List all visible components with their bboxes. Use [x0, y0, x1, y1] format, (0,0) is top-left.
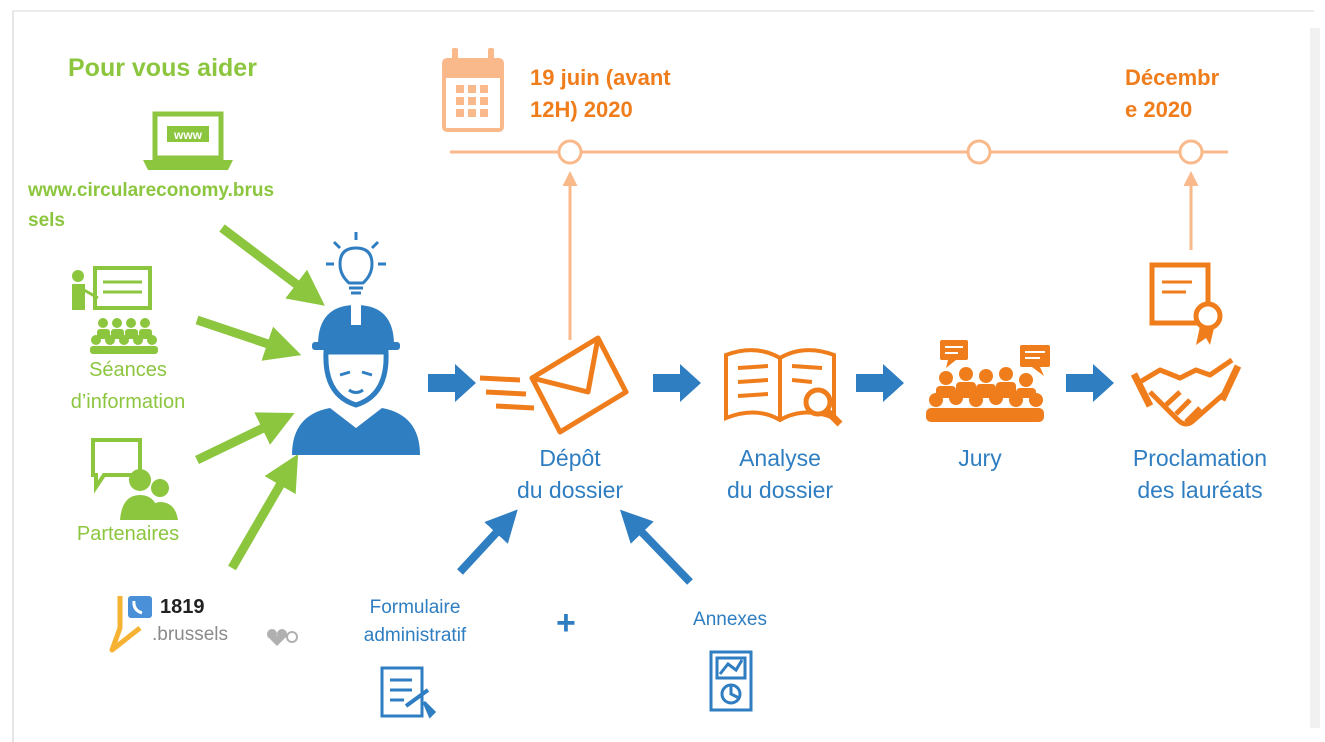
partenaires-label: Partenaires — [76, 523, 180, 545]
timeline-node-start — [557, 139, 583, 165]
certificate-icon — [1149, 262, 1223, 345]
date-start-line2: 12H) 2020 — [530, 97, 633, 122]
laptop-label: www — [173, 128, 202, 142]
plus-sign: + — [556, 604, 576, 642]
timeline-node-middle — [966, 139, 992, 165]
jury-icon — [926, 340, 1050, 422]
formulaire-label: Formulaire administratif — [340, 594, 490, 650]
step-depot-line2: du dossier — [516, 477, 624, 503]
input-arrows — [457, 509, 693, 585]
arrow-depot-analyse — [653, 364, 701, 402]
phone-icon — [109, 596, 152, 653]
book-magnifier-icon — [724, 348, 843, 427]
process-arrows — [428, 364, 1114, 402]
formulaire-line2: administratif — [363, 625, 467, 646]
annexes-label: Annexes — [693, 609, 767, 630]
website-link-line1: www.circulareconomy.brus — [28, 180, 275, 201]
step-analyse-line2: du dossier — [726, 477, 834, 503]
date-end-line1: Décembr — [1125, 65, 1220, 90]
arrow-formulaire — [457, 509, 518, 575]
timeline — [450, 139, 1228, 340]
step-proclamation-label: Proclamation des lauréats — [1100, 442, 1300, 506]
arrow-1819 — [228, 453, 299, 571]
website-link[interactable]: www.circulareconomy.brus sels — [28, 176, 348, 236]
step-proclamation-line1: Proclamation — [1132, 445, 1268, 471]
arrow-website — [219, 224, 325, 306]
annex-icon — [709, 650, 753, 712]
worker-icon — [292, 303, 420, 455]
step-depot-line1: Dépôt — [539, 445, 601, 471]
date-end-line2: e 2020 — [1125, 97, 1193, 122]
phone-number: 1819 — [160, 596, 205, 618]
presentation-icon — [72, 266, 158, 354]
arrow-annexes — [619, 509, 693, 585]
arrow-analyse-jury — [856, 364, 904, 402]
date-start-line1: 19 juin (avant — [530, 65, 671, 90]
form-icon — [380, 666, 437, 719]
website-link-line2: sels — [28, 210, 65, 231]
lightbulb-icon — [326, 232, 386, 295]
handshake-icon — [1130, 357, 1242, 427]
step-analyse-line1: Analyse — [739, 445, 821, 471]
step-analyse-label: Analyse du dossier — [690, 442, 870, 506]
arrow-jury-proclamation — [1066, 364, 1114, 402]
brussels-heart-icon — [267, 629, 298, 646]
laptop-icon — [143, 111, 233, 170]
arrow-worker-depot — [428, 364, 476, 402]
timeline-node-end — [1178, 139, 1204, 165]
formulaire-line1: Formulaire — [369, 597, 461, 618]
arrow-partenaires — [195, 412, 295, 465]
step-jury-label: Jury — [958, 445, 1002, 471]
date-start: 19 juin (avant 12H) 2020 — [530, 62, 671, 126]
step-proclamation-line2: des lauréats — [1137, 477, 1263, 503]
phone-domain: .brussels — [152, 624, 229, 645]
calendar-icon — [442, 48, 504, 132]
chat-people-icon — [91, 438, 178, 520]
date-end: Décembr e 2020 — [1125, 62, 1219, 126]
seances-label: Séances d’information — [70, 359, 186, 413]
scrollbar[interactable] — [1310, 28, 1320, 728]
step-depot-label: Dépôt du dossier — [480, 442, 660, 506]
arrow-seances — [195, 315, 302, 361]
help-title: Pour vous aider — [68, 54, 257, 82]
envelope-icon — [479, 335, 629, 435]
help-arrows — [195, 224, 325, 571]
